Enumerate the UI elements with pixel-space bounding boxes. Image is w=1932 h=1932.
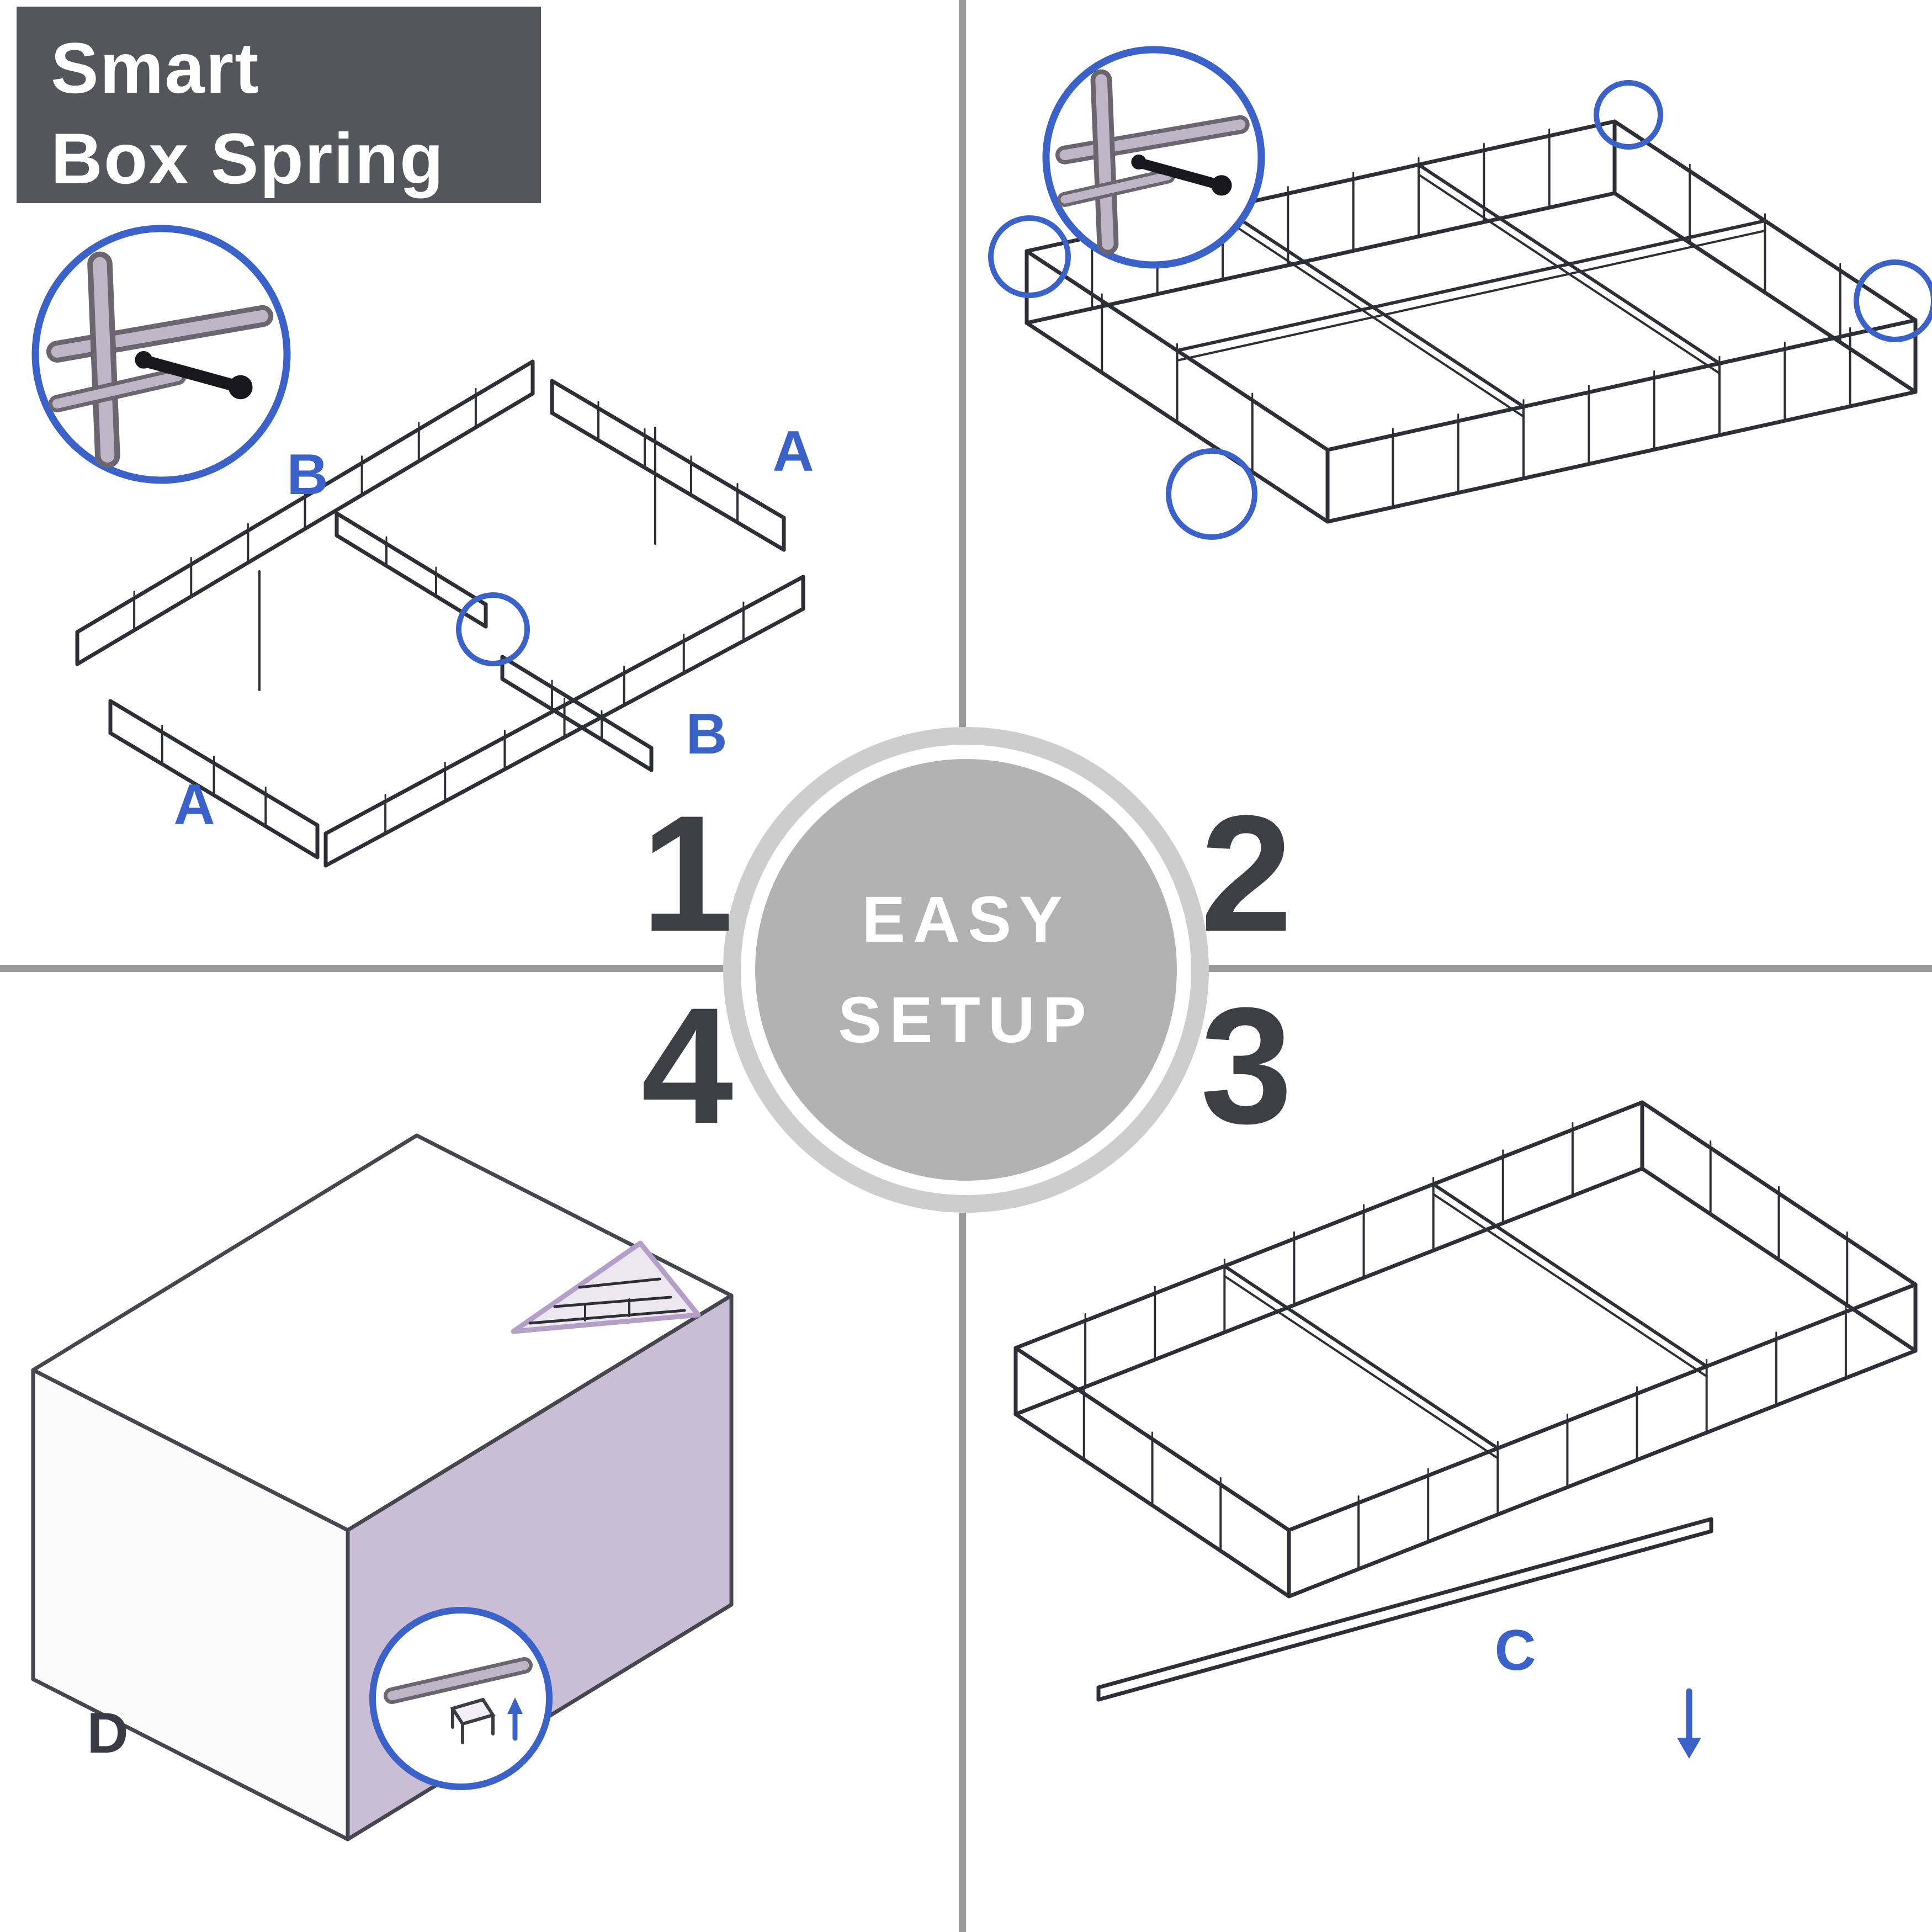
highlight-circle (1594, 80, 1663, 150)
divider-vertical-bottom (959, 1213, 966, 1932)
title-line-2: Box Spring (51, 118, 445, 199)
step4-diagram-covered-boxspring (31, 1133, 734, 1841)
highlight-circle (1166, 448, 1257, 540)
step2-diagram-assembled-frame (988, 46, 1932, 540)
insert-direction-arrow (1677, 1738, 1701, 1759)
highlight-circle (1854, 259, 1932, 342)
step-number-1: 1 (641, 781, 734, 966)
part-label-b-top: B (286, 443, 328, 507)
easy-setup-badge: EASY SETUP (741, 745, 1191, 1195)
badge-line-2: SETUP (838, 984, 1094, 1057)
step-number-3: 3 (1200, 973, 1293, 1158)
part-label-a-bottom: A (173, 773, 215, 837)
zoom-detail-corner-bracket-step4 (369, 1607, 553, 1790)
step3-diagram-center-rail (1013, 1100, 1918, 1759)
highlight-circle (456, 592, 530, 666)
part-label-a-top: A (772, 420, 814, 484)
step1-diagram-frame-halves (31, 225, 805, 868)
title-line-1: Smart (51, 28, 260, 108)
badge-line-1: EASY (862, 883, 1070, 956)
step-number-4: 4 (641, 973, 734, 1158)
zoom-detail-wing-bolt-step2 (1042, 46, 1265, 269)
part-label-c: C (1494, 1618, 1536, 1682)
product-title: Smart Box Spring (17, 7, 541, 203)
part-label-d: D (87, 1701, 129, 1765)
divider-vertical-top (959, 0, 966, 728)
step-number-2: 2 (1200, 781, 1293, 966)
part-label-b-bottom: B (686, 702, 728, 766)
zoom-detail-wing-bolt-step1 (31, 225, 291, 484)
highlight-circle (988, 215, 1071, 298)
